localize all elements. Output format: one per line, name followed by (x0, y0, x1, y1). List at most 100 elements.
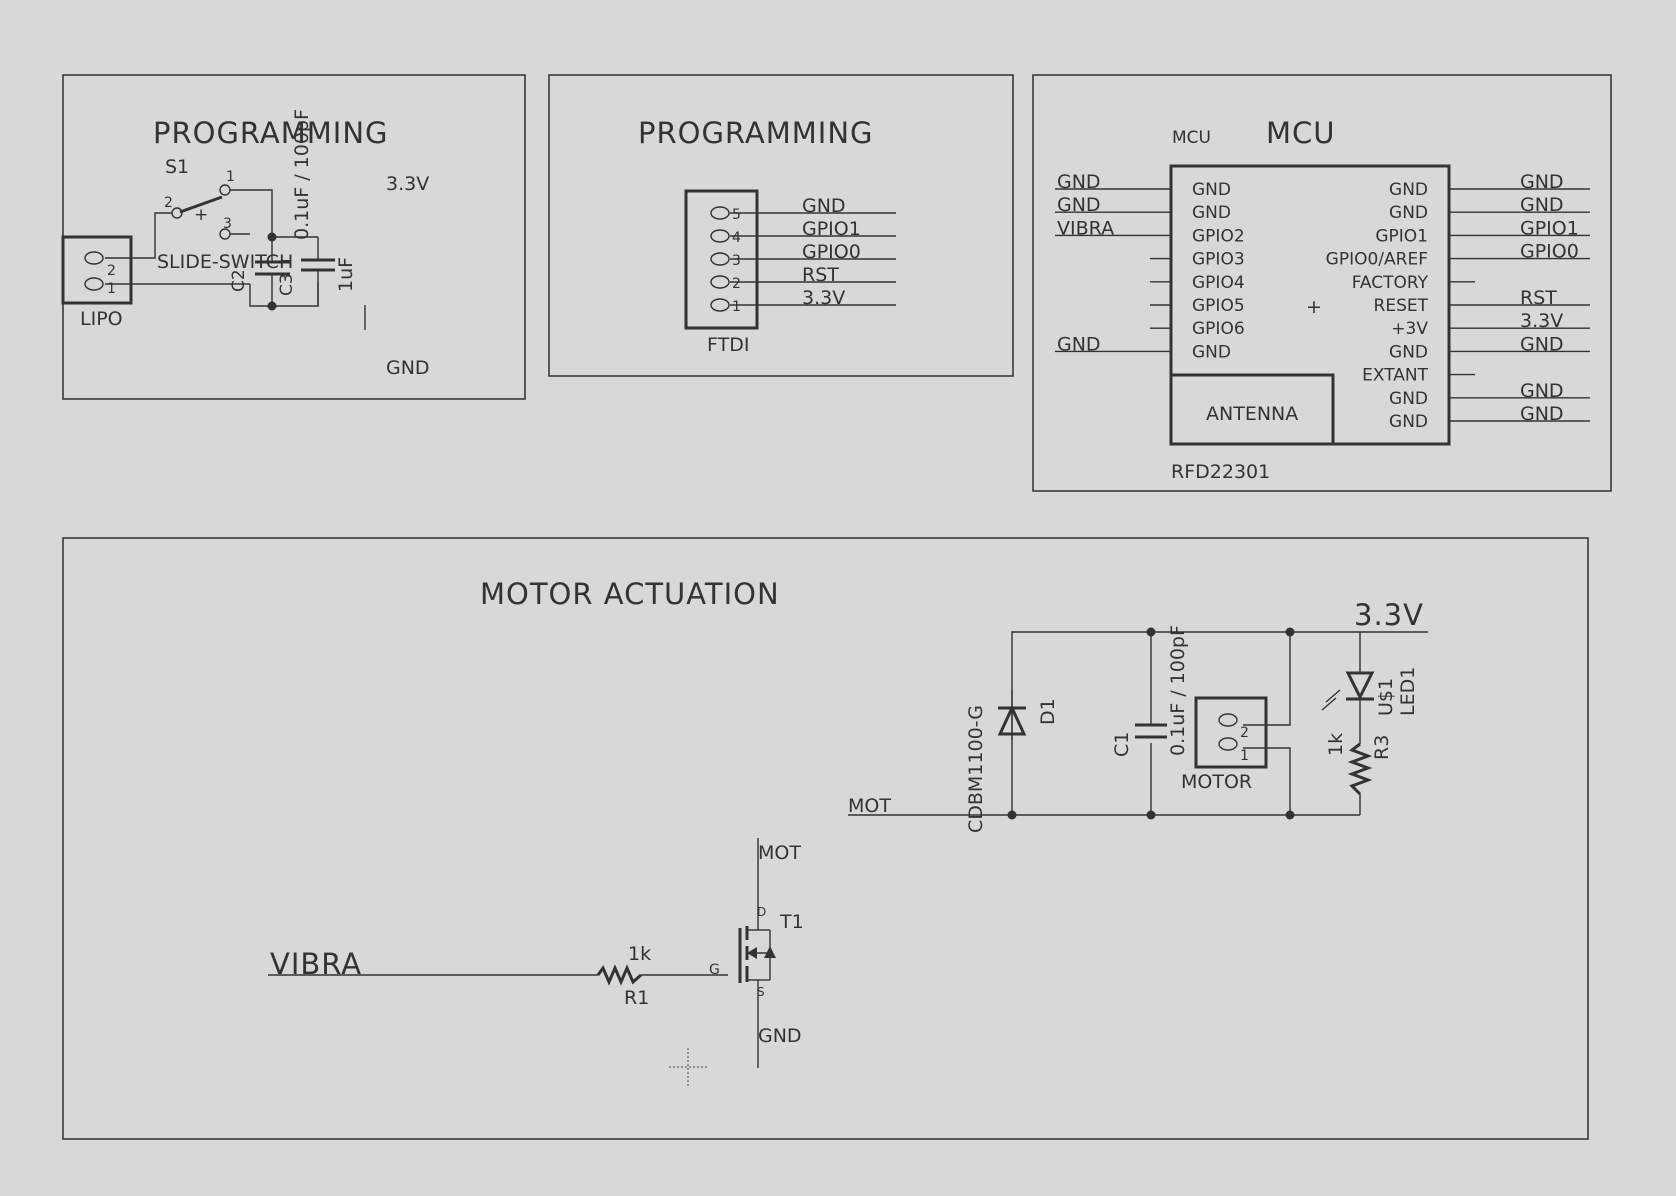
supply-label-3v3: 3.3V (1354, 598, 1424, 632)
fet-pin-s: S (757, 985, 765, 999)
ftdi-pin-number: 4 (732, 230, 741, 246)
ftdi-net-label: RST (802, 264, 839, 286)
mcu-pin-label-left: GND (1192, 203, 1231, 223)
junction-dot (1285, 627, 1295, 637)
mcu-pin-label-right: GND (1389, 203, 1428, 223)
supply-label-3v3: 3.3V (386, 173, 429, 195)
cap-value-c1: 0.1uF / 100pF (1167, 625, 1189, 756)
net-label-mot: MOT (848, 795, 891, 817)
motor-connector[interactable]: 2 1 (1194, 696, 1268, 769)
led-led1[interactable] (1321, 671, 1375, 711)
junction-dot (1146, 810, 1156, 820)
sheet-mcu: MCU MCU ANTENNA + RFD22301 GNDGNDGNDGNDG… (1032, 74, 1612, 492)
gnd-label: GND (386, 357, 430, 379)
mcu-net-label-right: 3.3V (1520, 310, 1563, 332)
mcu-part-name: MCU (1172, 128, 1211, 148)
lipo-connector[interactable]: 2 1 (61, 235, 133, 305)
switch-ref: S1 (165, 156, 189, 178)
switch-plus: + (194, 205, 208, 225)
mcu-net-label-left: GND (1057, 194, 1101, 216)
mcu-pin-label-left: GPIO2 (1192, 226, 1245, 246)
mcu-net-label-right: GND (1520, 194, 1564, 216)
ftdi-ref: FTDI (707, 334, 749, 356)
resistor-r1[interactable] (596, 964, 642, 986)
fet-gnd-label: GND (758, 1025, 802, 1047)
ftdi-pin-number: 3 (732, 253, 741, 269)
led-name: U$1 (1375, 678, 1397, 716)
lipo-pin-1: 1 (107, 281, 116, 297)
junction-dot (1285, 810, 1295, 820)
capacitor-c1[interactable] (1135, 723, 1167, 739)
mcu-pin-label-right: RESET (1374, 296, 1429, 316)
mcu-net-label-left: GND (1057, 333, 1101, 355)
antenna-label: ANTENNA (1206, 403, 1298, 425)
mcu-pin-label-right: GND (1389, 412, 1428, 432)
mcu-pin-label-right: EXTANT (1362, 366, 1428, 386)
switch-pin-3: 3 (223, 216, 232, 232)
mcu-part-value: RFD22301 (1171, 461, 1270, 483)
sheet-title: PROGRAMMING (638, 116, 874, 150)
ftdi-net-label: GPIO1 (802, 218, 861, 240)
ftdi-net-label: GND (802, 195, 846, 217)
mcu-net-label-right: GND (1520, 171, 1564, 193)
capacitor-c2[interactable] (255, 260, 290, 276)
capacitor-c3[interactable] (301, 258, 335, 272)
cap-ref-c3: C3 (277, 273, 297, 296)
mcu-pin-label-right: GND (1389, 389, 1428, 409)
fet-ref: T1 (779, 911, 804, 933)
mcu-net-label-right: GPIO0 (1520, 241, 1579, 263)
switch-pin-2: 2 (164, 195, 173, 211)
lipo-pin-2: 2 (107, 263, 116, 279)
ftdi-pin-number: 5 (732, 207, 741, 223)
mcu-pin-label-left: GND (1192, 180, 1231, 200)
diode-d1[interactable] (997, 690, 1027, 740)
fet-pin-d: D (757, 905, 766, 919)
switch-pin-1: 1 (226, 169, 235, 185)
fet-pin-g: G (709, 962, 720, 978)
diode-value: CDBM1100-G (965, 705, 987, 833)
motor-ref: MOTOR (1181, 771, 1252, 793)
diode-ref: D1 (1037, 698, 1059, 725)
mcu-net-label-right: GND (1520, 333, 1564, 355)
junction-dot (267, 301, 277, 311)
r1-ref: R1 (624, 987, 649, 1009)
ftdi-pin-number: 1 (732, 299, 741, 315)
junction-dot (1007, 810, 1017, 820)
r1-value: 1k (628, 943, 651, 965)
mcu-net-label-right: GND (1520, 380, 1564, 402)
mcu-pin-list: GNDGNDGNDGNDGPIO2VIBRAGPIO3GPIO4GPIO5GPI… (1055, 171, 1590, 432)
mosfet-t1[interactable] (738, 838, 776, 1068)
mcu-net-label-left: VIBRA (1057, 217, 1114, 239)
cap-ref-c1: C1 (1111, 732, 1133, 757)
mcu-pin-label-right: GND (1389, 180, 1428, 200)
mcu-pin-label-left: GPIO5 (1192, 296, 1245, 316)
mcu-pin-label-left: GPIO3 (1192, 250, 1245, 270)
r3-value: 1k (1325, 733, 1347, 756)
motor-pin-1: 1 (1240, 748, 1249, 764)
net-label-vibra: VIBRA (270, 947, 362, 981)
mcu-pin-label-left: GPIO4 (1192, 273, 1245, 293)
sheet-motor-actuation: MOTOR ACTUATION D1 CDBM1100-G C1 0. (62, 537, 1589, 1140)
antenna-area (1169, 373, 1335, 446)
mcu-net-label-right: GPIO1 (1520, 217, 1579, 239)
mcu-pin-label-right: GND (1389, 342, 1428, 362)
cap-ref-c2: C2 (229, 269, 249, 292)
frame-programming-ftdi (548, 74, 1014, 377)
slide-switch[interactable]: 2 1 3 + (164, 169, 235, 240)
mcu-pin-label-left: GPIO6 (1192, 319, 1245, 339)
resistor-r3[interactable] (1347, 742, 1373, 796)
switch-value: SLIDE-SWITCH (157, 251, 293, 273)
mcu-pin-label-right: +3V (1391, 319, 1428, 339)
fet-mot-label: MOT (758, 842, 801, 864)
ftdi-pin-number: 2 (732, 276, 741, 292)
led-ref: LED1 (1397, 667, 1419, 716)
cap-value-bulk: 1uF (335, 257, 357, 292)
ftdi-net-label: 3.3V (802, 287, 845, 309)
sheet-title: MCU (1266, 116, 1336, 150)
motor-pin-2: 2 (1240, 725, 1249, 741)
sheet-programming-power: PROGRAMMING S1 2 1 3 + SLIDE-SWITCH 2 1 … (61, 74, 526, 400)
sheet-title: PROGRAMMING (153, 116, 389, 150)
frame-motor-actuation (62, 537, 1589, 1140)
